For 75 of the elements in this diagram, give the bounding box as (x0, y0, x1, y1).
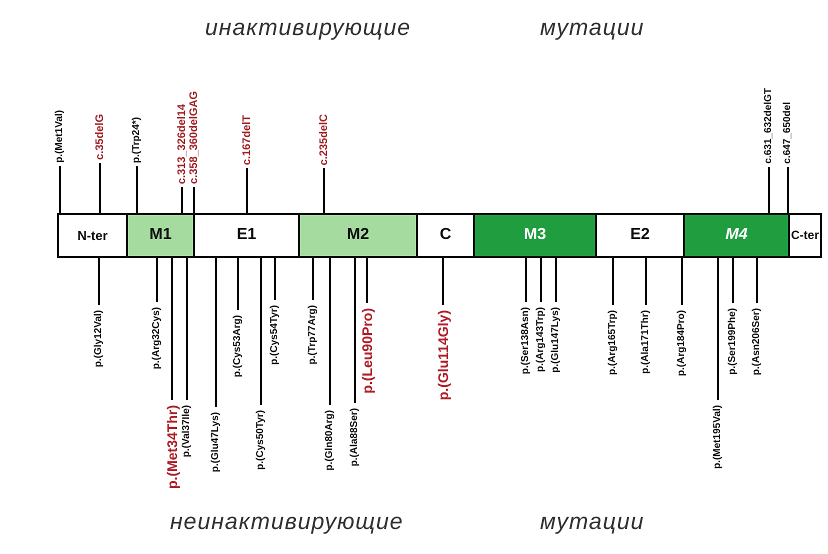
mutation-label: p.(Gln80Arg) (325, 410, 335, 471)
mutation-label: c.35delG (94, 114, 106, 160)
leader-line (366, 258, 368, 303)
mutation-label: p.(Asn206Ser) (752, 308, 762, 376)
mutation-label: p.(Ser199Phe) (728, 308, 738, 375)
leader-line (555, 258, 557, 302)
leader-line (354, 258, 356, 403)
leader-line (171, 258, 173, 400)
mutation-label: p.(Met195Val) (713, 405, 723, 469)
mutation-label: p.(Glu114Gly) (436, 310, 450, 400)
mutation-label: p.(Cys54Tyr) (270, 305, 280, 365)
mutation-label: p.(Ala88Ser) (350, 408, 360, 466)
mutation-label: p.(Arg165Trp) (608, 310, 618, 376)
mutation-label: p.(Trp24*) (132, 116, 142, 163)
mutation-label: p.(Ala171Thr) (641, 310, 651, 374)
leader-line (237, 258, 239, 310)
mutation-label: c.235delC (318, 114, 330, 165)
heading: инактивирующие (205, 14, 412, 41)
mutation-label: p.(Cys53Arg) (233, 315, 243, 378)
leader-line (260, 258, 262, 405)
leader-line (156, 258, 158, 302)
leader-line (312, 258, 314, 300)
leader-line (98, 258, 100, 305)
domain-segment: C (418, 213, 475, 258)
mutation-label: p.(Arg184Pro) (677, 310, 687, 376)
mutation-label: p.(Ser138Asn) (521, 307, 531, 374)
leader-line (645, 258, 647, 305)
heading: мутации (540, 14, 644, 41)
domain-segment: M1 (128, 213, 195, 258)
mutation-label: c.358_360delGAG (188, 91, 200, 184)
leader-line (717, 258, 719, 400)
mutation-label: p.(Met1Val) (55, 110, 65, 163)
domain-segment: N-ter (57, 213, 128, 258)
leader-line (246, 168, 248, 213)
mutation-label: c.167delT (242, 114, 252, 165)
leader-line (193, 187, 195, 213)
mutation-label: p.(Arg32Cys) (152, 307, 162, 370)
leader-line (768, 167, 770, 213)
domain-segment: M2 (300, 213, 418, 258)
leader-line (681, 258, 683, 305)
domain-segment: E2 (597, 213, 685, 258)
heading: неинактивирующие (170, 508, 404, 535)
mutation-label: p.(Leu90Pro) (360, 308, 374, 394)
leader-line (442, 258, 444, 305)
leader-line (215, 258, 217, 407)
leader-line (59, 166, 61, 213)
leader-line (323, 168, 325, 213)
leader-line (186, 258, 188, 400)
mutation-label: c.647_650del (783, 102, 793, 164)
domain-segment: M4 (685, 213, 790, 258)
leader-line (274, 258, 276, 300)
domain-segment: E1 (195, 213, 300, 258)
mutation-label: p.(Gly12Val) (94, 310, 104, 368)
domain-segment: C-ter (790, 213, 822, 258)
leader-line (732, 258, 734, 303)
mutation-label: c.631_632delGT (764, 88, 774, 164)
leader-line (756, 258, 758, 303)
mutation-label: p.(Val37Ile) (182, 405, 192, 458)
mutation-label: p.(Cys50Tyr) (256, 410, 266, 470)
mutation-label: p.(Arg143Trp) (536, 307, 546, 372)
domain-segment: M3 (475, 213, 597, 258)
heading: мутации (540, 508, 644, 535)
leader-line (136, 166, 138, 213)
mutation-label: p.(Met34Thr) (165, 405, 179, 489)
leader-line (787, 167, 789, 213)
mutation-label: p.(Glu47Lys) (211, 412, 221, 472)
mutation-label: p.(Trp77Arg) (308, 305, 318, 364)
leader-line (540, 258, 542, 302)
leader-line (329, 258, 331, 405)
mutation-label: p.(Glu147Lys) (551, 307, 561, 373)
leader-line (99, 163, 101, 213)
leader-line (525, 258, 527, 302)
leader-line (181, 187, 183, 213)
mutation-label: c.313_326del14 (176, 104, 188, 184)
leader-line (612, 258, 614, 305)
